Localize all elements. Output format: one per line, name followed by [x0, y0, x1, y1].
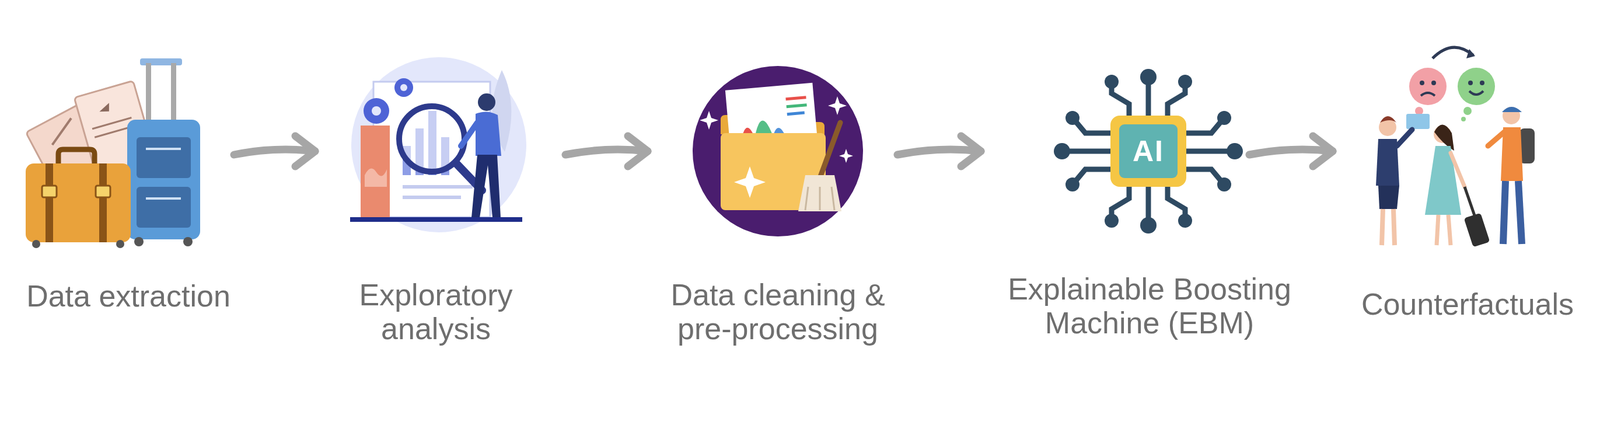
flow-arrow: [233, 135, 316, 167]
flow-arrow: [897, 135, 981, 167]
arrow-head: [961, 135, 981, 167]
step-label: Data extraction: [26, 278, 231, 313]
step-node: Data extraction: [23, 58, 231, 246]
arrow-shaft: [1249, 149, 1333, 155]
luggage-icon: [25, 58, 201, 248]
flow-arrow: [1249, 135, 1333, 167]
step-label: Counterfactuals: [1361, 287, 1574, 321]
step-label: Exploratory analysis: [310, 277, 562, 346]
analysis-icon: [350, 57, 527, 233]
step-node: Counterfactuals: [1336, 58, 1576, 246]
step-label: Explainable Boosting Machine (EBM): [1006, 271, 1293, 340]
arrow-head: [1312, 135, 1333, 167]
chip-text: AI: [1132, 134, 1165, 168]
step-label: Data cleaning & pre-processing: [640, 277, 915, 346]
step-node: Explainable Boosting Machine (EBM): [984, 58, 1246, 246]
step-node: Data cleaning & pre-processing: [651, 58, 894, 246]
step-node: Exploratory analysis: [318, 58, 562, 246]
arrow-shaft: [233, 149, 316, 155]
arrow-shaft: [897, 149, 981, 155]
ai-chip-nodes: [1053, 68, 1243, 234]
arrow-head: [295, 135, 316, 167]
arrow-head: [627, 135, 648, 167]
people-icon: [1375, 47, 1535, 247]
flow-arrow: [565, 135, 648, 167]
cleaning-icon: [692, 65, 864, 237]
ai-chip-icon: [1067, 82, 1229, 220]
arrow-shaft: [565, 149, 648, 155]
